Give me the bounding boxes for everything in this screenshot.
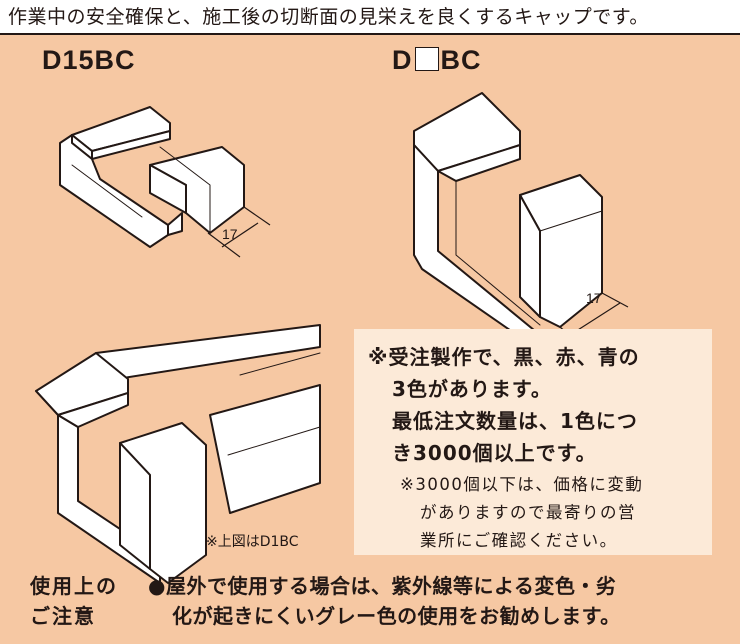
cap-illustrations: 17 17 [35,92,629,584]
figure-caption: ※上図はD1BC [206,534,299,550]
note-sub-line-2: がありますので最寄りの営 [420,503,636,522]
caution-label-line-2: ご注意 [30,604,96,628]
cap-illustration-duct [35,324,321,584]
caution-label-line-1: 使用上の [30,574,118,598]
note-box: ※受注製作で、黒、赤、青の 3色があります。 最低注文数量は、1色につ き300… [354,329,712,555]
note-line-4: き3000個以上です。 [392,441,597,465]
caution-label: 使用上の ご注意 [30,571,118,631]
caution-line-1: ●屋外で使用する場合は、紫外線等による変色・劣 [148,574,617,598]
model-suffix: BC [440,45,482,75]
blank-box-icon [414,47,439,71]
note-line-2: 3色があります。 [392,377,552,401]
note-line-3: 最低注文数量は、1色につ [392,409,638,433]
cap-illustration-small [59,106,245,248]
model-prefix: D [392,45,413,75]
cap-illustration-large [413,92,603,352]
caution-text: ●屋外で使用する場合は、紫外線等による変色・劣 化が起きにくいグレー色の使用をお… [148,571,621,631]
note-sub-line-1: ※3000個以下は、価格に変動 [400,475,644,494]
model-label-dbc: D BC [392,45,482,76]
note-line-1: ※受注製作で、黒、赤、青の [368,345,640,369]
note-sub-line-3: 業所にご確認ください。 [420,531,618,550]
dimension-label-left: 17 [222,226,238,242]
product-panel: D15BC D BC [0,33,740,644]
caution-line-2: 化が起きにくいグレー色の使用をお勧めします。 [172,604,621,628]
dimension-label-right: 17 [586,290,602,306]
header-text: 作業中の安全確保と、施工後の切断面の見栄えを良くするキャップです。 [8,6,649,28]
model-label-d15bc: D15BC [42,45,136,75]
